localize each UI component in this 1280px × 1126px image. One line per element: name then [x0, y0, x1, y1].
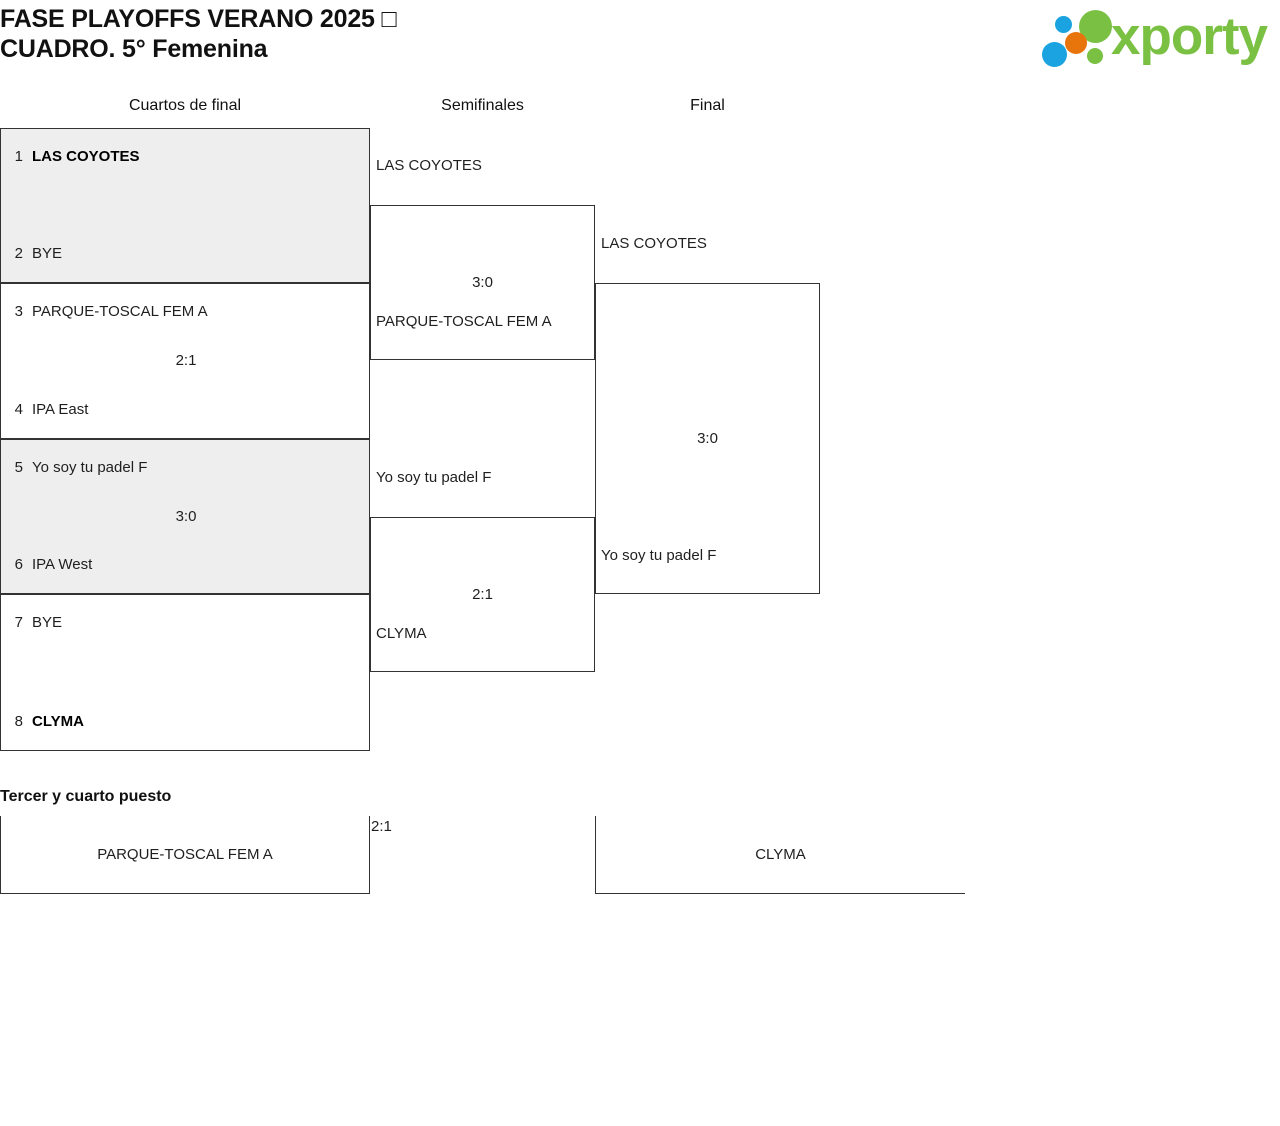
final-bottom-team[interactable]: Yo soy tu padel F [601, 547, 717, 564]
semifinal-2-top-team[interactable]: Yo soy tu padel F [376, 469, 492, 486]
logo-dot-blue-large-icon [1042, 42, 1067, 67]
team-name: IPA East [32, 401, 89, 418]
bracket-team-seed-2[interactable]: 2 BYE [1, 244, 371, 264]
third-place-title: Tercer y cuarto puesto [0, 788, 172, 805]
bracket-team-seed-1[interactable]: 1 LAS COYOTES [1, 147, 371, 167]
bracket-team-seed-4[interactable]: 4 IPA East [1, 400, 371, 420]
logo-dot-blue-small-icon [1055, 16, 1072, 33]
xporty-logo: xporty [1033, 6, 1273, 68]
semifinal-2-bottom-team[interactable]: CLYMA [376, 625, 427, 642]
logo-dot-orange-icon [1065, 32, 1087, 54]
bracket-team-seed-6[interactable]: 6 IPA West [1, 555, 371, 575]
page-header: FASE PLAYOFFS VERANO 2025 □ CUADRO. 5° F… [0, 0, 1280, 78]
round-header-semifinals: Semifinales [441, 97, 524, 114]
semifinal-score-1: 3:0 [472, 273, 493, 291]
team-name: CLYMA [32, 713, 84, 730]
quarterfinal-match-4[interactable]: 7 BYE 8 CLYMA [0, 594, 370, 751]
page-title: FASE PLAYOFFS VERANO 2025 □ CUADRO. 5° F… [0, 5, 397, 63]
logo-dots-icon [1039, 10, 1115, 67]
semifinal-score-2: 2:1 [472, 585, 493, 603]
final-match[interactable]: 3:0 [595, 283, 820, 594]
bracket-team-seed-5[interactable]: 5 Yo soy tu padel F [1, 458, 371, 478]
quarterfinal-score-3: 3:0 [175, 507, 197, 525]
logo-wordmark: xporty [1111, 7, 1268, 66]
semifinal-match-1[interactable]: 3:0 [370, 205, 595, 360]
round-header-final: Final [690, 97, 725, 114]
team-name: LAS COYOTES [32, 148, 140, 165]
team-name: IPA West [32, 556, 93, 573]
quarterfinal-match-2[interactable]: 3 PARQUE-TOSCAL FEM A 2:1 4 IPA East [0, 283, 370, 439]
seed-number: 1 [14, 148, 23, 165]
semifinal-1-top-team[interactable]: LAS COYOTES [376, 157, 482, 174]
final-score: 3:0 [697, 429, 718, 447]
quarterfinal-match-3[interactable]: 5 Yo soy tu padel F 3:0 6 IPA West [0, 439, 370, 594]
team-name: BYE [32, 245, 63, 262]
team-name: PARQUE-TOSCAL FEM A [32, 303, 208, 320]
round-header-quarterfinals: Cuartos de final [128, 97, 242, 114]
final-top-team[interactable]: LAS COYOTES [601, 235, 707, 252]
seed-number: 8 [14, 713, 23, 730]
semifinal-1-bottom-team[interactable]: PARQUE-TOSCAL FEM A [376, 313, 552, 330]
seed-number: 6 [14, 556, 23, 573]
logo-dot-green-small-icon [1087, 48, 1103, 64]
seed-number: 2 [14, 245, 23, 262]
third-place-score: 2:1 [371, 818, 392, 835]
third-place-right-team: CLYMA [755, 845, 806, 863]
seed-number: 7 [14, 614, 23, 631]
third-place-left-cell[interactable]: PARQUE-TOSCAL FEM A [0, 816, 370, 894]
third-place-right-cell[interactable]: CLYMA [595, 816, 965, 894]
bracket-team-seed-8[interactable]: 8 CLYMA [1, 712, 371, 732]
quarterfinal-score-2: 2:1 [175, 352, 197, 369]
seed-number: 4 [14, 401, 23, 418]
third-place-left-team: PARQUE-TOSCAL FEM A [97, 845, 273, 863]
team-name: Yo soy tu padel F [32, 459, 148, 476]
bracket-team-seed-7[interactable]: 7 BYE [1, 613, 371, 633]
bracket-team-seed-3[interactable]: 3 PARQUE-TOSCAL FEM A [1, 302, 371, 322]
team-name: BYE [32, 614, 63, 631]
quarterfinal-match-1[interactable]: 1 LAS COYOTES 2 BYE [0, 128, 370, 283]
semifinal-match-2[interactable]: 2:1 [370, 517, 595, 672]
seed-number: 3 [14, 303, 23, 320]
seed-number: 5 [14, 459, 23, 476]
